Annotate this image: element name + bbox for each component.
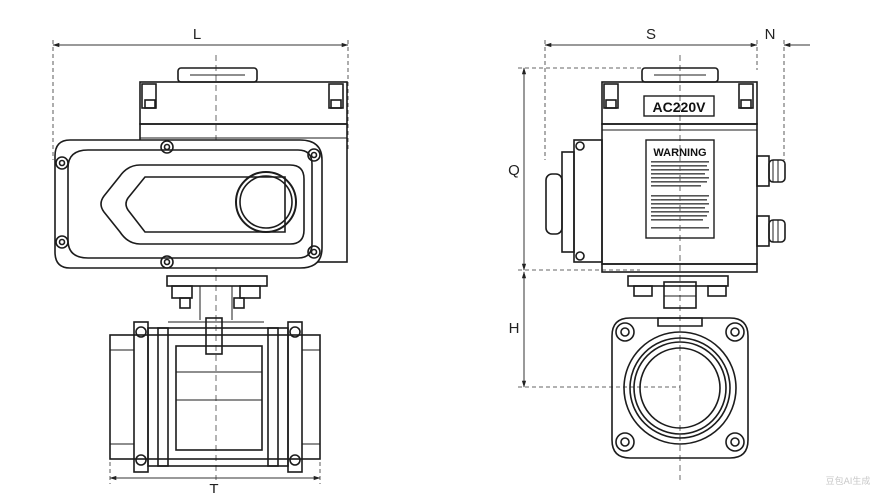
cable-glands — [756, 155, 786, 247]
front-view: L — [52, 26, 349, 493]
label-T: T — [209, 481, 218, 493]
watermark: 豆包AI生成 — [826, 475, 871, 487]
voltage-nameplate — [643, 95, 715, 117]
label-L: L — [193, 26, 201, 43]
label-Q: Q — [508, 162, 520, 179]
mounting-bracket — [166, 275, 268, 323]
dimension-H: H — [509, 271, 680, 388]
manual-override-window — [235, 171, 297, 233]
nameplate-text: AC220V — [653, 99, 707, 115]
dimension-Q: Q — [508, 67, 650, 271]
valve-body-side — [611, 317, 749, 459]
side-main-housing — [601, 123, 758, 273]
flow-bore — [639, 347, 721, 429]
valve-body-front — [109, 317, 321, 473]
warning-label: WARNING — [645, 139, 715, 239]
dimension-S: S — [544, 26, 758, 160]
dimension-N: N — [765, 26, 810, 160]
label-H: H — [509, 320, 520, 337]
side-gearbox-profile — [545, 139, 603, 263]
gearbox-cover — [54, 139, 323, 269]
label-S: S — [646, 26, 656, 43]
side-view: S N Q H — [508, 26, 810, 480]
dimension-L: L — [52, 26, 349, 160]
label-N: N — [765, 26, 776, 43]
warning-title: WARNING — [653, 147, 706, 159]
dimension-T: T — [109, 462, 321, 493]
side-bracket — [627, 275, 729, 309]
